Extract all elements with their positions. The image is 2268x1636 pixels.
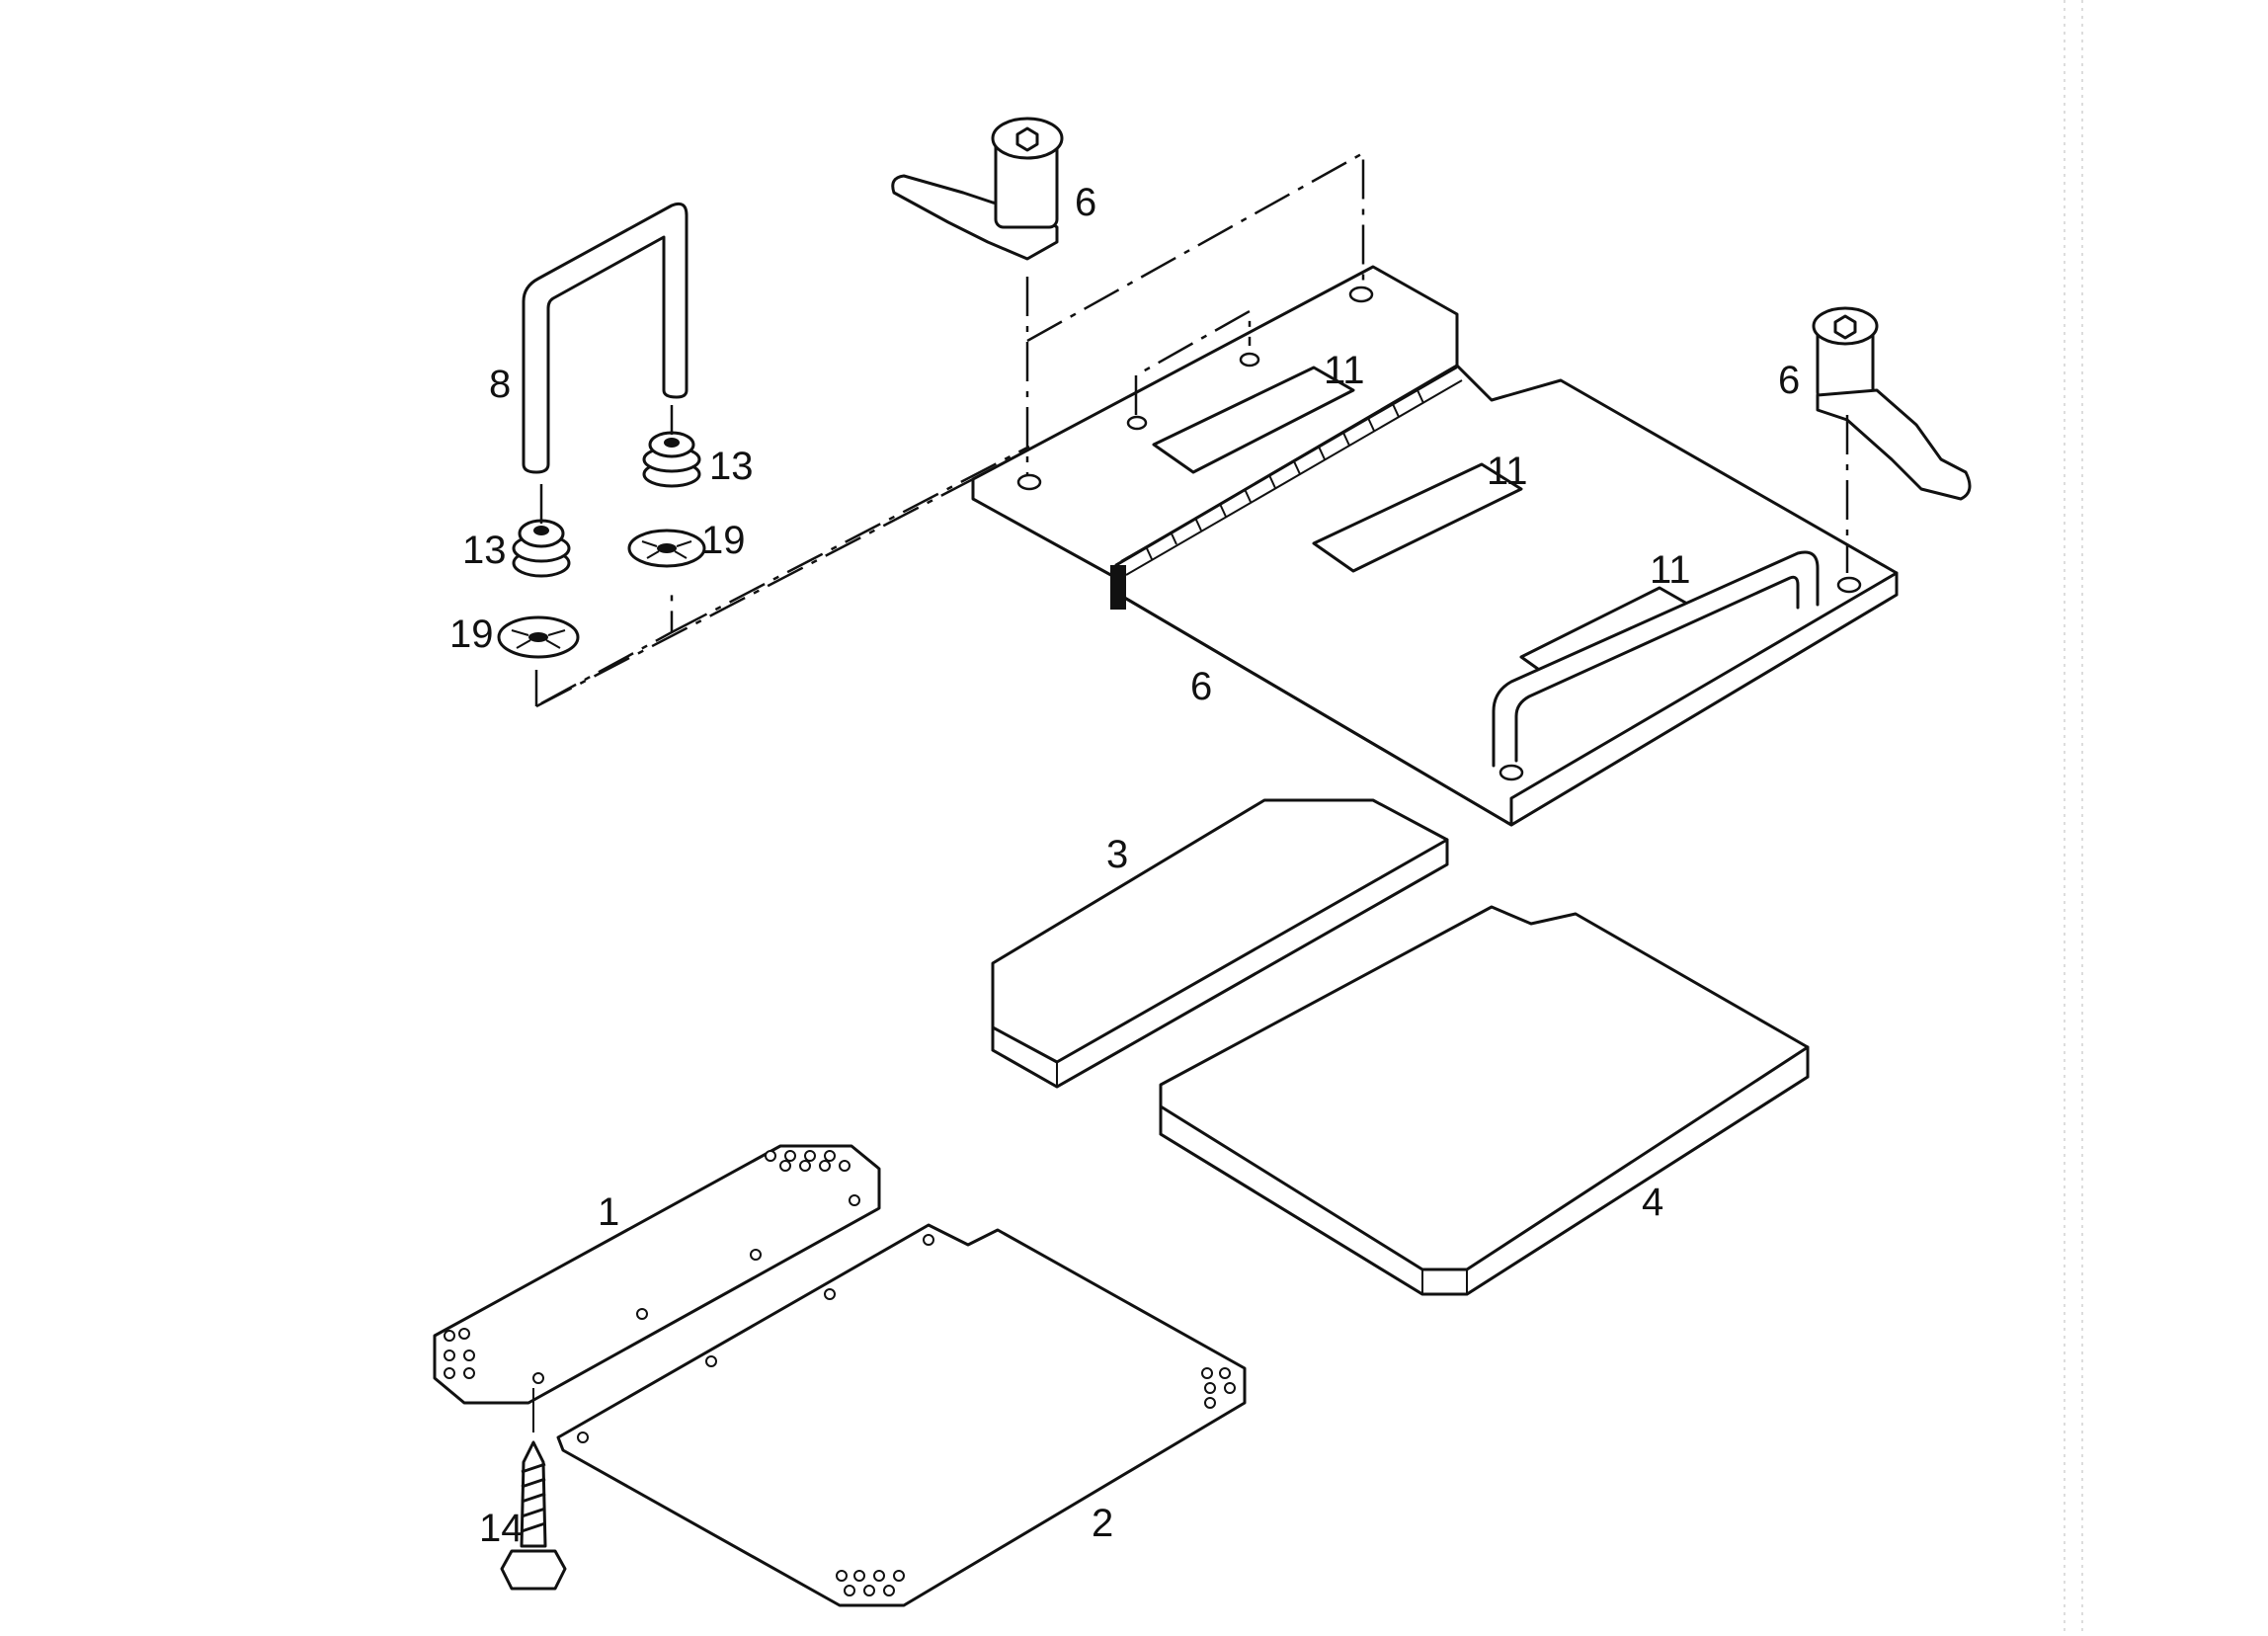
callout-6-base: 6: [1190, 665, 1212, 708]
callout-3: 3: [1106, 833, 1128, 876]
u-handle-part-8: [522, 202, 688, 474]
callout-14: 14: [479, 1507, 524, 1550]
grommet-stack-left: [497, 519, 580, 659]
assembly-centerlines: [534, 150, 1849, 708]
slab-part-4: [1159, 905, 1810, 1296]
wood-screw: [500, 1388, 567, 1591]
callout-8: 8: [489, 363, 511, 406]
callout-11-b: 11: [1487, 450, 1528, 493]
slab-part-3: [991, 798, 1449, 1089]
callout-labels: 6 6 6 8 11 11 11 13 13 19 19 3 4 1 2 14: [449, 181, 1800, 1550]
callout-6-right: 6: [1778, 359, 1800, 402]
callout-11-c: 11: [1650, 548, 1691, 592]
callout-6-top: 6: [1075, 181, 1096, 224]
callout-19-right: 19: [701, 519, 746, 562]
cam-fastener-top: [891, 117, 1064, 261]
plate-part-2: [556, 1223, 1247, 1607]
callout-13-left: 13: [462, 529, 507, 572]
base-plate: [971, 265, 1899, 827]
callout-2: 2: [1092, 1502, 1113, 1545]
scan-edge-marks: [2064, 0, 2083, 1636]
cam-fastener-right: [1812, 306, 1972, 501]
callout-11-a: 11: [1324, 349, 1365, 392]
hinge: [1110, 367, 1463, 610]
callout-4: 4: [1642, 1181, 1663, 1224]
callout-13-right: 13: [709, 445, 754, 488]
strip-part-1: [433, 1144, 881, 1405]
callout-1: 1: [598, 1190, 619, 1234]
grommet-stack-right: [627, 431, 706, 568]
callout-19-left: 19: [449, 613, 494, 656]
